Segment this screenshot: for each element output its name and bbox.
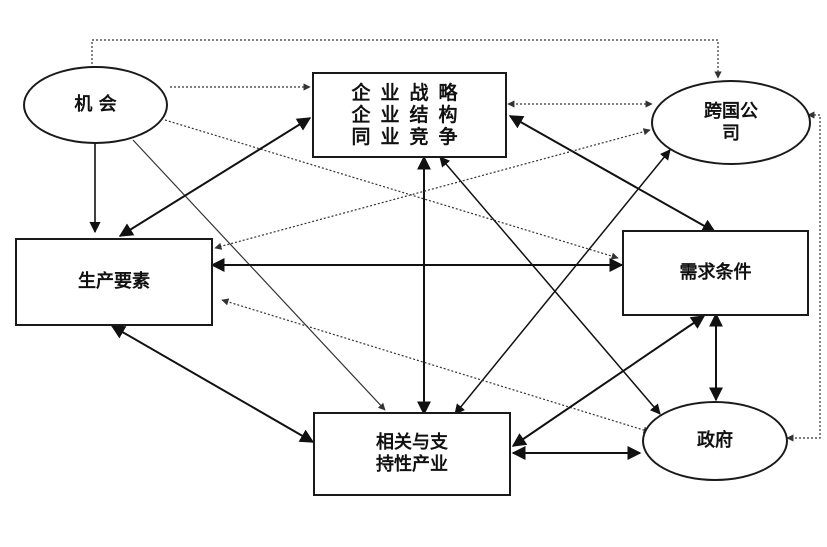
arrow-demand-related: [511, 315, 706, 447]
node-strategy-line-3: 同业竞争: [351, 126, 468, 148]
node-multinational-line-2: 司: [722, 122, 740, 144]
arrow-multinational-to-factors: [214, 128, 651, 250]
node-multinational: 跨国公 司: [651, 80, 811, 165]
node-demand-label: 需求条件: [679, 262, 752, 283]
node-strategy: 企业战略 企业结构 同业竞争: [312, 72, 507, 158]
node-demand: 需求条件: [622, 230, 809, 316]
node-related: 相关与支 持性产业: [313, 412, 511, 496]
node-chance: 机 会: [23, 66, 168, 144]
arrow-chance-to-multinational-loop: [91, 39, 722, 79]
arrow-factors-related: [110, 325, 315, 443]
node-strategy-line-2: 企业结构: [351, 104, 468, 126]
node-multinational-line-1: 跨国公: [704, 100, 758, 122]
arrow-multinational-government-loop: [786, 111, 821, 442]
node-factors: 生产要素: [15, 238, 213, 326]
node-related-line-2: 持性产业: [376, 454, 448, 475]
node-government: 政府: [642, 401, 788, 481]
node-strategy-line-1: 企业战略: [351, 82, 468, 104]
node-government-label: 政府: [697, 430, 733, 451]
node-factors-label: 生产要素: [78, 271, 150, 292]
node-chance-label: 机 会: [74, 94, 117, 115]
node-related-line-1: 相关与支: [376, 432, 448, 453]
